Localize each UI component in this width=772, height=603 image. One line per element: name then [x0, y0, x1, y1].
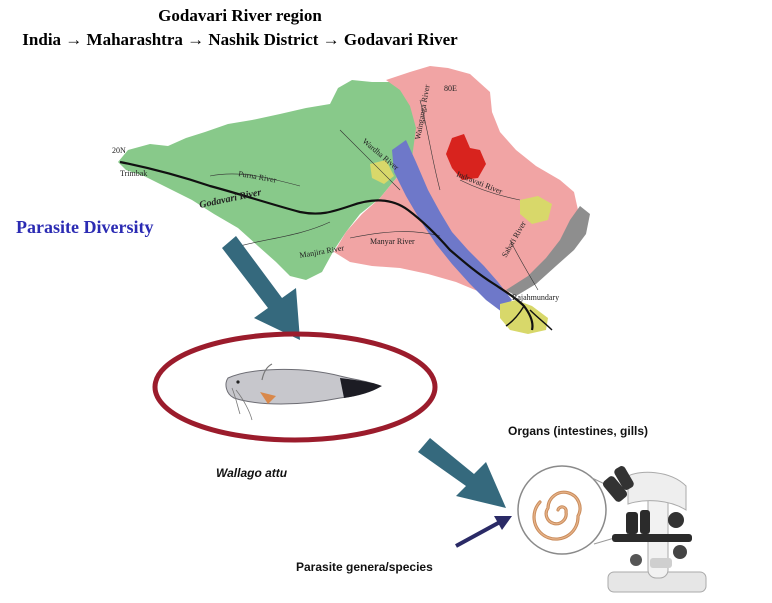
map-region-red	[446, 134, 486, 180]
microscope-icon	[602, 466, 707, 593]
species-label: Wallago attu	[216, 466, 288, 480]
lat-label: 20N	[112, 146, 126, 155]
place-trimbak: Trimbak	[120, 169, 147, 178]
map-region-pink	[334, 66, 578, 296]
catfish-icon	[225, 363, 382, 421]
fish-highlight-ellipse	[152, 331, 438, 443]
title-line-2: India → Maharashtra → Nashik District → …	[22, 30, 458, 49]
godavari-main-channel	[119, 160, 534, 331]
godavari-basin-map: 20N 80E Trimbak Rajahmundary Godavari Ri…	[112, 66, 590, 334]
organs-label: Organs (intestines, gills)	[508, 424, 649, 438]
place-rajahmundary: Rajahmundary	[512, 293, 559, 302]
map-region-green	[118, 80, 418, 280]
parasite-genera-label: Parasite genera/species	[296, 560, 433, 574]
title-line-1: Godavari River region	[158, 6, 322, 25]
parasite-worm-icon	[517, 465, 629, 555]
arrow-diversity-to-fish	[222, 236, 300, 340]
arrow-genera-to-worm	[455, 516, 512, 548]
map-region-yellow-2	[520, 196, 552, 224]
map-region-gray	[506, 206, 590, 296]
map-region-yellow-1	[500, 300, 548, 334]
lon-label: 80E	[444, 84, 457, 93]
arrow-fish-to-organs	[418, 438, 506, 508]
map-region-blue	[392, 140, 512, 312]
parasite-diversity-label: Parasite Diversity	[16, 217, 154, 237]
river-manyar-label: Manyar River	[370, 237, 415, 246]
